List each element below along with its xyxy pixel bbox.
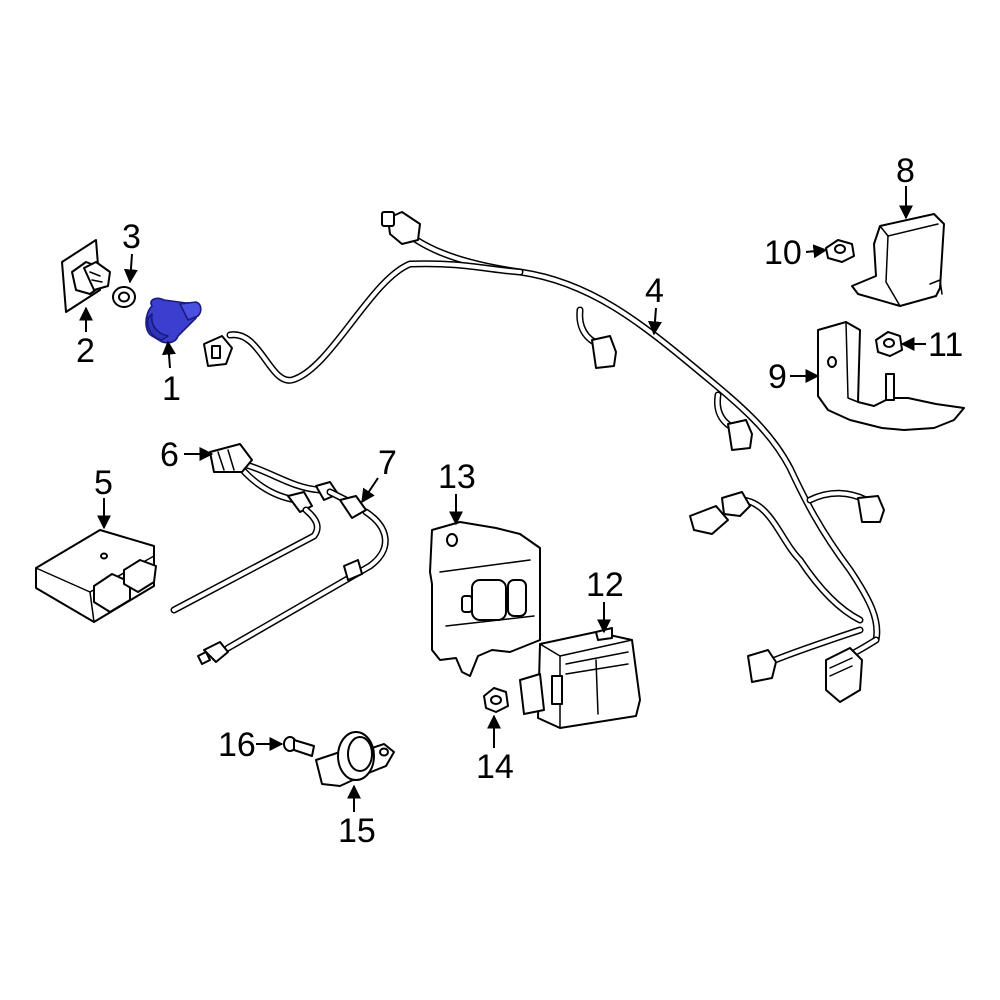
callout-7[interactable]: 7 bbox=[378, 444, 397, 482]
part-11-nut[interactable] bbox=[875, 331, 903, 357]
part-7-sensor-cable[interactable] bbox=[197, 488, 389, 665]
part-9-bracket[interactable] bbox=[817, 321, 965, 431]
callout-2[interactable]: 2 bbox=[76, 332, 95, 370]
callout-16[interactable]: 16 bbox=[218, 726, 256, 764]
sensor-connector bbox=[179, 301, 202, 321]
callout-11[interactable]: 11 bbox=[928, 326, 963, 364]
callout-1[interactable]: 1 bbox=[162, 370, 181, 408]
part-8-cover[interactable] bbox=[851, 213, 945, 307]
part-3-sensor-ring[interactable] bbox=[112, 286, 136, 308]
callout-8[interactable]: 8 bbox=[896, 152, 915, 190]
sensor-face bbox=[146, 313, 169, 341]
part-4-wiring-harness[interactable] bbox=[203, 211, 885, 703]
callout-4[interactable]: 4 bbox=[645, 272, 664, 310]
part-15-buzzer[interactable] bbox=[315, 731, 395, 787]
callout-5[interactable]: 5 bbox=[94, 464, 113, 502]
part-2-sensor-retainer[interactable] bbox=[61, 239, 111, 313]
callout-13[interactable]: 13 bbox=[438, 458, 476, 496]
callout-14[interactable]: 14 bbox=[476, 748, 514, 786]
part-13-mounting-bracket[interactable] bbox=[429, 521, 541, 677]
callout-15[interactable]: 15 bbox=[338, 812, 376, 850]
callout-labels: 1 2 3 4 5 6 7 8 9 10 11 12 13 14 15 16 bbox=[76, 152, 963, 850]
callout-12[interactable]: 12 bbox=[586, 566, 624, 604]
part-16-bolt[interactable] bbox=[283, 736, 315, 757]
callout-9[interactable]: 9 bbox=[768, 358, 787, 396]
callout-6[interactable]: 6 bbox=[160, 436, 179, 474]
part-12-control-unit[interactable] bbox=[519, 627, 641, 729]
callout-3[interactable]: 3 bbox=[122, 218, 141, 256]
callout-arrows bbox=[79, 186, 926, 812]
part-5-module[interactable] bbox=[35, 529, 157, 623]
part-6-harness[interactable] bbox=[170, 443, 339, 614]
callout-10[interactable]: 10 bbox=[764, 234, 802, 272]
part-10-nut[interactable] bbox=[825, 239, 855, 263]
part-14-nut[interactable] bbox=[483, 687, 509, 713]
part-1-parking-sensor[interactable] bbox=[145, 297, 202, 344]
